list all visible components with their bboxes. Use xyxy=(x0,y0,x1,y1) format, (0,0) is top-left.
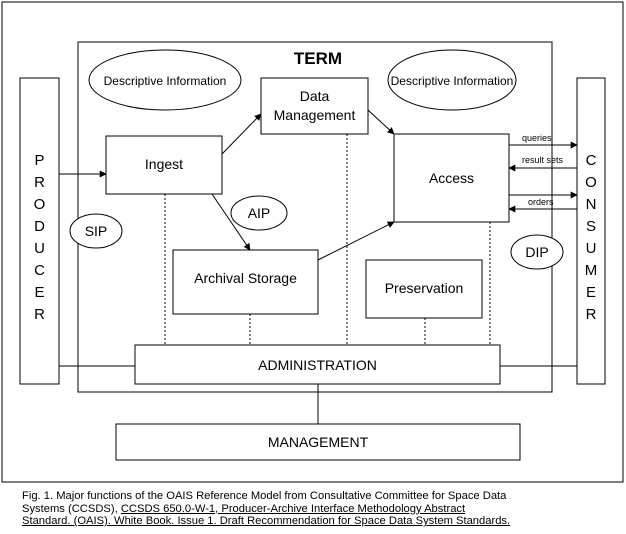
orders-label: orders xyxy=(528,197,554,207)
dip-label: DIP xyxy=(525,244,548,260)
svg-text:D: D xyxy=(34,218,45,235)
administration-box xyxy=(134,344,501,385)
ingest-box xyxy=(105,135,223,195)
svg-text:R: R xyxy=(34,306,45,323)
archival-storage-box xyxy=(172,249,319,315)
preservation-label: Preservation xyxy=(385,280,464,296)
producer-box xyxy=(19,77,60,385)
caption-line-1: Fig. 1. Major functions of the OAIS Refe… xyxy=(22,490,507,502)
preservation-box xyxy=(365,259,483,319)
consumer-label: C O N S U M E R xyxy=(585,152,598,323)
term-title: TERM xyxy=(294,49,342,68)
svg-text:E: E xyxy=(586,284,596,301)
svg-text:O: O xyxy=(585,174,597,191)
term-frame xyxy=(77,41,553,393)
data-management-label-2: Management xyxy=(274,107,356,123)
caption-line-3[interactable]: Standard. (OAIS). White Book. Issue 1. D… xyxy=(22,515,511,528)
dotted-connectors xyxy=(164,134,491,345)
svg-text:C: C xyxy=(34,262,45,279)
consumer-box xyxy=(576,77,606,385)
svg-text:R: R xyxy=(34,174,45,191)
access-label: Access xyxy=(429,170,474,186)
figure-caption: Fig. 1. Major functions of the OAIS Refe… xyxy=(22,490,622,528)
aip-ellipse xyxy=(230,195,288,231)
administration-label: ADMINISTRATION xyxy=(258,357,377,373)
svg-text:N: N xyxy=(586,196,597,213)
svg-text:O: O xyxy=(34,196,46,213)
svg-text:C: C xyxy=(586,152,597,169)
management-label: MANAGEMENT xyxy=(268,434,369,450)
svg-text:P: P xyxy=(34,152,44,169)
svg-text:U: U xyxy=(586,240,597,257)
dip-ellipse xyxy=(510,234,564,270)
ingest-label: Ingest xyxy=(145,156,183,172)
aip-label: AIP xyxy=(248,205,271,221)
sip-label: SIP xyxy=(85,223,108,239)
outer-frame xyxy=(1,1,624,483)
svg-text:U: U xyxy=(34,240,45,257)
caption-line-2-plain: Systems (CCSDS), xyxy=(22,502,121,515)
svg-text:E: E xyxy=(34,284,44,301)
caption-line-2: Systems (CCSDS), CCSDS 650.0-W-1, Produc… xyxy=(22,503,622,516)
oais-diagram: TERM P R O D U C E R C O N S U M E R Des… xyxy=(1,1,624,483)
descriptive-info-left xyxy=(88,49,242,111)
management-box xyxy=(115,423,521,461)
svg-text:S: S xyxy=(586,218,596,235)
archival-storage-label: Archival Storage xyxy=(194,270,297,286)
svg-text:M: M xyxy=(585,262,598,279)
caption-citation-link[interactable]: CCSDS 650.0-W-1, Producer-Archive Interf… xyxy=(120,502,466,515)
solid-connectors xyxy=(59,365,577,424)
result-sets-label: result sets xyxy=(522,155,564,165)
data-management-label-1: Data xyxy=(300,88,330,104)
descriptive-info-left-label: Descriptive Information xyxy=(104,74,227,88)
descriptive-info-right-label: Descriptive Information xyxy=(391,74,514,88)
descriptive-info-right xyxy=(387,49,517,111)
svg-text:R: R xyxy=(586,306,597,323)
flow-arrows xyxy=(59,109,578,261)
data-management-box xyxy=(260,77,369,135)
sip-ellipse xyxy=(69,213,123,249)
queries-label: queries xyxy=(522,133,552,143)
access-box xyxy=(393,133,510,223)
producer-label: P R O D U C E R xyxy=(34,152,46,323)
